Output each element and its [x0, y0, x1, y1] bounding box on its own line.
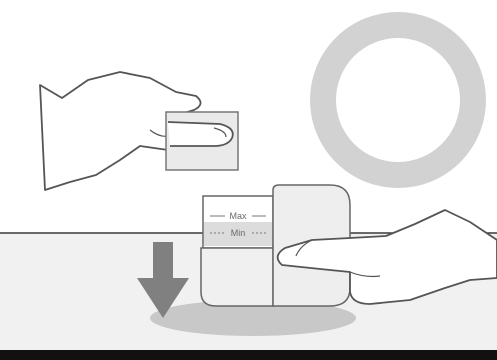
min-label: Min	[231, 228, 246, 238]
max-label: Max	[229, 211, 247, 221]
down-arrow-icon	[137, 242, 189, 318]
cap-square	[165, 111, 239, 171]
container-shadow	[150, 300, 356, 336]
right-hand	[276, 209, 497, 305]
container: Max Min	[200, 184, 351, 307]
ring-icon	[310, 12, 486, 188]
